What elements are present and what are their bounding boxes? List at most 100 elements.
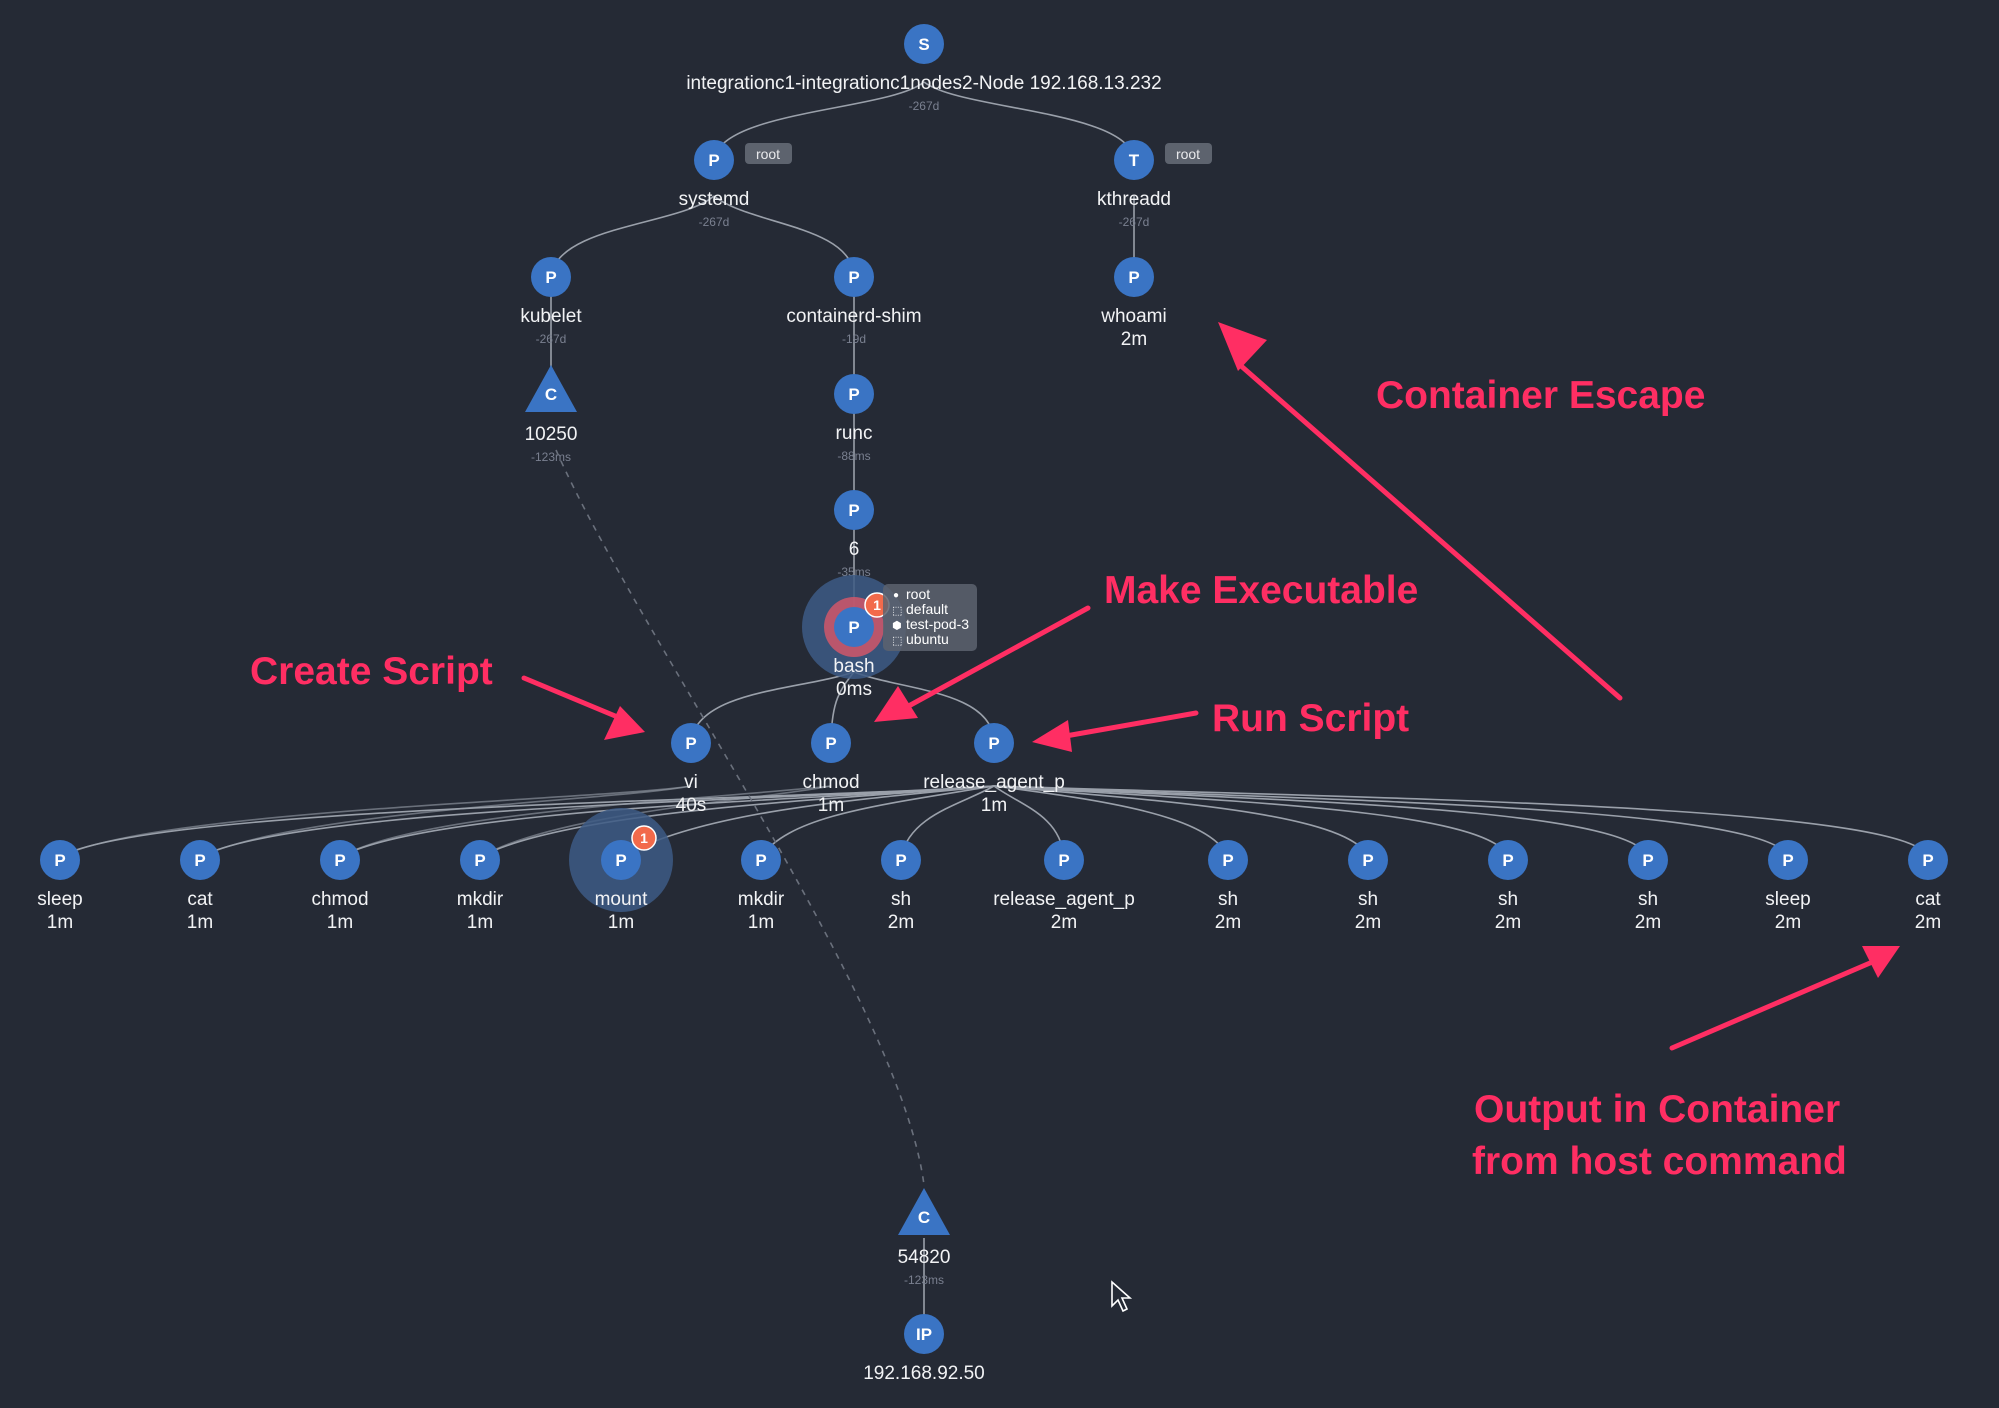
node-c-sh2-label: sh xyxy=(1218,889,1238,910)
arrow-run-head xyxy=(1032,720,1072,752)
node-systemd-user-tag xyxy=(745,143,792,164)
node-six[interactable]: P6-35ms xyxy=(834,490,874,579)
node-c-sh4-shape xyxy=(1488,840,1528,880)
edge-fan-chmod-1 xyxy=(339,785,832,858)
node-c-sleep1-shape xyxy=(40,840,80,880)
node-c-sleep1-label: sleep xyxy=(37,889,82,910)
edge-fan-vi-2 xyxy=(199,785,692,858)
annotation-labels: Container Escape Make Executable Create … xyxy=(250,374,1847,1183)
node-chmod1-duration: 1m xyxy=(818,795,844,816)
node-c-sh3-glyph: P xyxy=(1362,851,1373,870)
node-c-cat1-label: cat xyxy=(187,889,213,910)
node-conn10250-shape xyxy=(525,365,577,412)
node-conn10250-glyph: C xyxy=(545,385,557,404)
node-containerd-glyph: P xyxy=(848,268,859,287)
node-systemd-glyph: P xyxy=(708,151,719,170)
node-kubelet-glyph: P xyxy=(545,268,556,287)
node-c-sh5-duration: 2m xyxy=(1635,912,1661,933)
node-vi-shape xyxy=(671,723,711,763)
node-c-sh4-glyph: P xyxy=(1502,851,1513,870)
node-c-chmod-glyph: P xyxy=(334,851,345,870)
node-c-sh2-shape xyxy=(1208,840,1248,880)
node-c-release-glyph: P xyxy=(1058,851,1069,870)
node-c-sh3-duration: 2m xyxy=(1355,912,1381,933)
node-c-mount-alert-badge xyxy=(631,825,657,851)
node-six-shape xyxy=(834,490,874,530)
node-bash-shape xyxy=(834,607,874,647)
edge-fan-12 xyxy=(993,785,1649,858)
arrow-escape-head xyxy=(1218,322,1267,371)
node-systemd-label: systemd xyxy=(679,189,750,210)
node-bash-alert-count: 1 xyxy=(873,597,881,613)
node-release-label: release_agent_p xyxy=(923,772,1065,793)
arrow-output-head xyxy=(1862,946,1900,978)
node-kubelet-shape xyxy=(531,257,571,297)
tooltip-namespace-icon: ⬚ xyxy=(892,605,902,617)
annotation-run-script: Run Script xyxy=(1212,697,1409,740)
node-c-sh5-label: sh xyxy=(1638,889,1658,910)
node-kthreadd-label: kthreadd xyxy=(1097,189,1171,210)
edge-fan-11 xyxy=(993,785,1509,858)
node-six-time: -35ms xyxy=(837,565,870,579)
node-s[interactable]: Sintegrationc1-integrationc1nodes2-Node … xyxy=(686,24,1162,113)
edge-fan-vi-1 xyxy=(59,785,692,858)
node-systemd-user-tag-text: root xyxy=(756,146,780,162)
edge-bash-release xyxy=(853,671,995,741)
arrow-run-shaft xyxy=(1057,710,1199,740)
node-c-sleep2-duration: 2m xyxy=(1775,912,1801,933)
node-ip-label: 192.168.92.50 xyxy=(863,1363,985,1384)
node-whoami-glyph: P xyxy=(1128,268,1139,287)
tooltip-user-icon: ● xyxy=(893,590,899,601)
node-c-sh4-duration: 2m xyxy=(1495,912,1521,933)
node-c-mkdir1-shape xyxy=(460,840,500,880)
edge-bash-vi xyxy=(690,671,855,741)
node-c-mount-label: mount xyxy=(595,889,649,910)
annotation-arrows xyxy=(521,322,1900,1051)
node-c-sh5-glyph: P xyxy=(1642,851,1653,870)
node-s-time: -267d xyxy=(909,99,940,113)
node-conn54820-time: -123ms xyxy=(904,1273,944,1287)
node-conn10250-time: -123ms xyxy=(531,450,571,464)
annotation-make-executable: Make Executable xyxy=(1104,569,1418,612)
node-release-glyph: P xyxy=(988,734,999,753)
tooltip-pod: test-pod-3 xyxy=(906,616,969,632)
node-c-sh1-shape xyxy=(881,840,921,880)
node-s-glyph: S xyxy=(918,35,929,54)
annotation-create-script: Create Script xyxy=(250,650,493,693)
annotation-output-line-1: Output in Container xyxy=(1474,1088,1840,1131)
node-bash-label: bash xyxy=(833,656,874,677)
node-release-shape xyxy=(974,723,1014,763)
node-c-chmod-label: chmod xyxy=(311,889,368,910)
arrow-output-shaft xyxy=(1669,960,1873,1051)
node-systemd-time: -267d xyxy=(699,215,730,229)
tooltip-image: ubuntu xyxy=(906,631,949,647)
